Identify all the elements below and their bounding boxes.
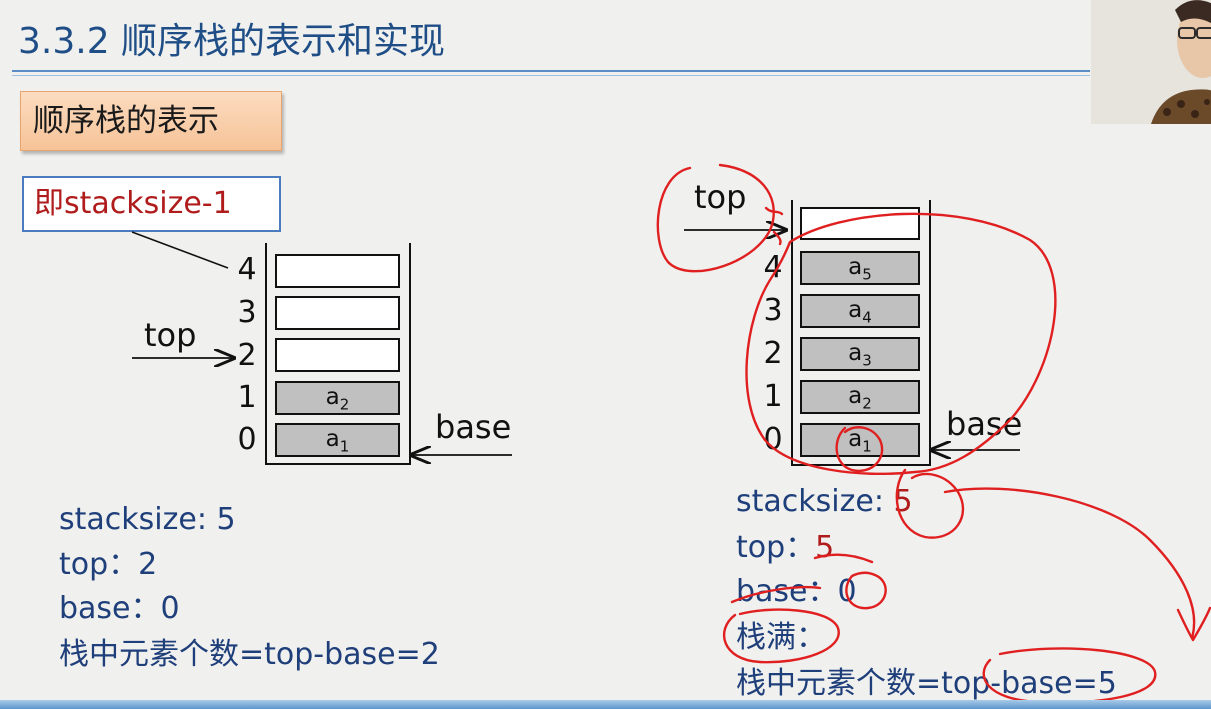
red-underline-top-5 [813, 553, 874, 564]
right-info-base: base：0 [736, 574, 857, 609]
right-index-3: 3 [763, 293, 783, 328]
red-circle-base-0 [845, 571, 887, 610]
right-top-label: top [694, 178, 747, 216]
red-arrow-to-result [943, 487, 1211, 642]
left-cell-4 [275, 254, 400, 288]
left-cell-0: a1 [275, 423, 400, 457]
left-cell-1: a2 [275, 381, 400, 415]
callout-stacksize-minus-1: 即stacksize-1 [22, 176, 281, 232]
right-index-4: 4 [763, 250, 783, 285]
left-index-3: 3 [237, 295, 257, 330]
left-index-2: 2 [237, 338, 257, 373]
right-stack-floor [791, 464, 931, 466]
right-cell-0: a1 [800, 423, 920, 457]
right-cell-2: a3 [800, 337, 920, 371]
slide-title: 3.3.2 顺序栈的表示和实现 [18, 21, 446, 62]
webcam-video [1091, 0, 1211, 124]
right-base-label: base [946, 405, 1023, 443]
left-stack-wall-left [265, 243, 267, 465]
red-mark-top-arrow [764, 206, 784, 246]
left-info-count: 栈中元素个数=top-base=2 [59, 637, 440, 672]
left-cell-2 [275, 338, 400, 372]
red-circle-stacksize-5 [895, 468, 965, 539]
callout-leader-line [131, 231, 229, 269]
left-stack-floor [265, 463, 411, 465]
right-index-0: 0 [763, 422, 783, 457]
bottom-bar [0, 700, 1211, 709]
left-index-1: 1 [237, 380, 257, 415]
left-info-base: base：0 [59, 591, 180, 626]
red-circle-top-base [982, 647, 1157, 704]
right-info-full: 栈满： [736, 620, 826, 655]
red-circle-a1 [835, 426, 884, 473]
left-index-4: 4 [237, 252, 257, 287]
left-base-label: base [435, 408, 512, 446]
section-header: 顺序栈的表示 [20, 91, 282, 151]
right-cell-3: a4 [800, 294, 920, 328]
right-cell-4: a5 [800, 251, 920, 285]
left-info-stacksize: stacksize: 5 [59, 502, 236, 537]
red-circle-filled-cells [745, 212, 1057, 476]
right-cell-1: a2 [800, 380, 920, 414]
title-rule [12, 70, 1090, 72]
right-info-stacksize: stacksize: 5 [736, 484, 913, 519]
red-pen-annotations [656, 163, 1211, 704]
left-cell-3 [275, 296, 400, 330]
left-info-top: top：2 [59, 547, 158, 582]
right-info-count: 栈中元素个数=top-base=5 [736, 666, 1117, 701]
red-circle-top [656, 163, 775, 273]
left-index-0: 0 [237, 422, 257, 457]
left-stack-wall-right [409, 243, 411, 465]
right-stack-wall-left [791, 200, 793, 466]
red-circle-full [723, 608, 840, 664]
presenter-image [1091, 0, 1211, 124]
red-strike-base [730, 585, 822, 604]
right-stack-wall-right [929, 200, 931, 466]
right-index-1: 1 [763, 379, 783, 414]
right-cell-5 [800, 207, 920, 240]
left-top-label: top [144, 316, 197, 354]
right-index-2: 2 [763, 336, 783, 371]
title-rule-thin [12, 75, 1090, 76]
